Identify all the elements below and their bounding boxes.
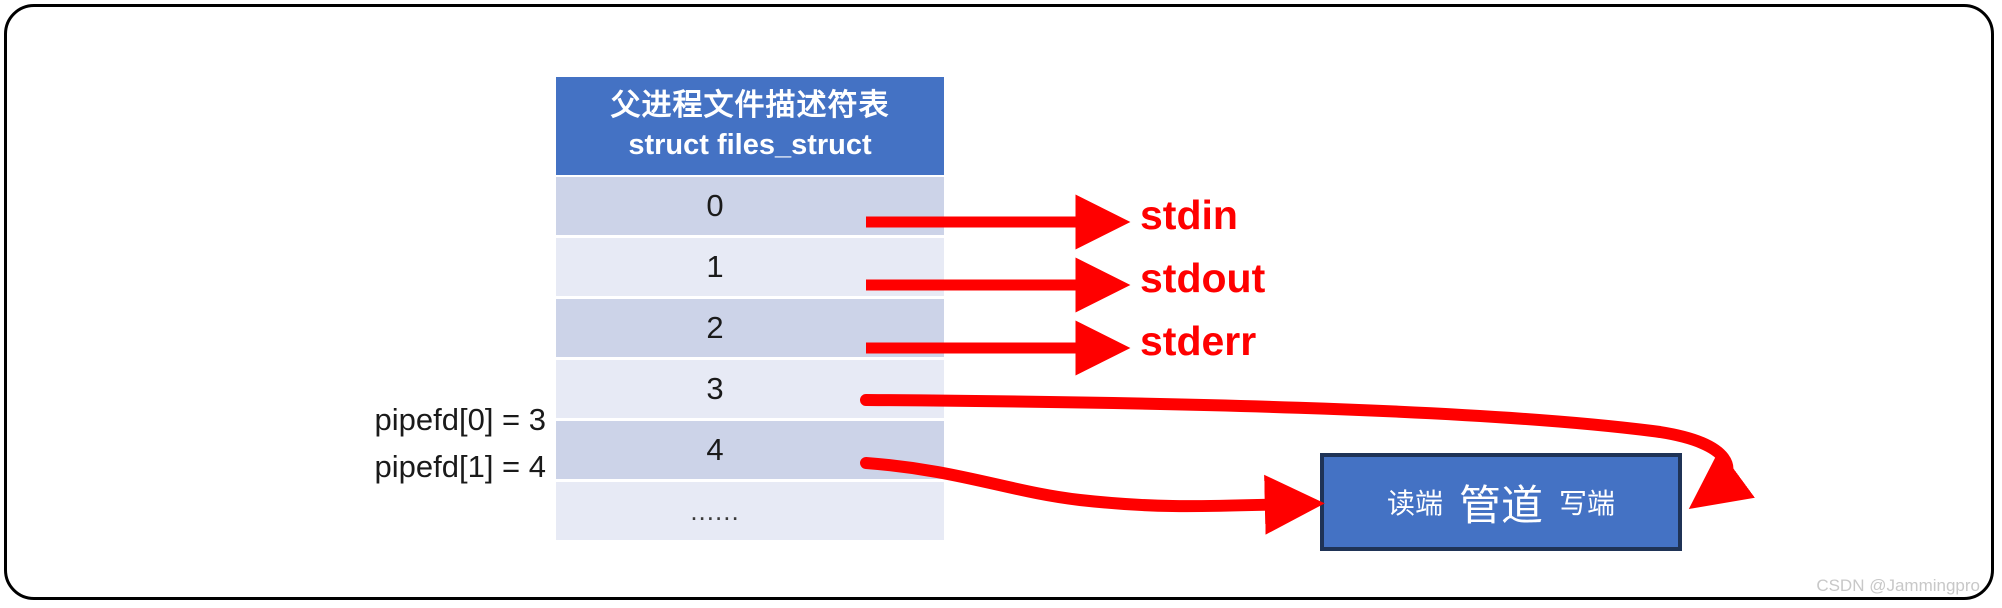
pipe-box: 读端 管道 写端 [1320,453,1682,551]
fd-row-ellipsis: ...... [556,481,944,540]
fd-table-header: 父进程文件描述符表 struct files_struct [556,77,944,175]
fd-row-3: 3 [556,359,944,418]
fd-row-4: 4 [556,420,944,479]
fd-table-title-cn: 父进程文件描述符表 [610,89,890,122]
fd-row-1: 1 [556,237,944,296]
outer-frame [4,4,1994,600]
pipefd-read-label: pipefd[0] = 3 [374,402,547,437]
watermark: CSDN @Jammingpro [1816,576,1980,595]
pipe-write-end-label: 写端 [1559,488,1616,519]
fd-row-0: 0 [556,176,944,235]
fd-row-2: 2 [556,298,944,357]
fd-table: 父进程文件描述符表 struct files_struct 0 1 2 3 4 … [556,77,944,540]
stderr-label: stderr [1140,318,1257,364]
fd-table-title-en: struct files_struct [628,128,872,161]
pipe-name-label: 管道 [1458,481,1543,529]
pipe-read-end-label: 读端 [1386,488,1443,519]
stdout-label: stdout [1140,255,1266,301]
fd-table-rows: 0 1 2 3 4 ...... [556,176,944,540]
stdin-label: stdin [1140,192,1238,238]
pipefd-write-label: pipefd[1] = 4 [374,449,547,485]
pipefd-labels: pipefd[0] = 3 pipefd[1] = 4 [326,396,547,490]
